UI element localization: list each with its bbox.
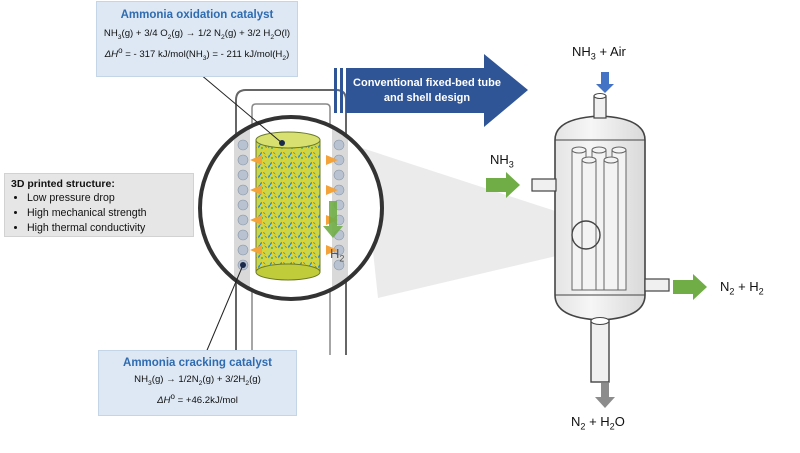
list-item: High thermal conductivity	[27, 221, 193, 236]
oxidation-title: Ammonia oxidation catalyst	[120, 9, 274, 21]
n2-h2o-outlet-arrow	[595, 383, 615, 408]
list-item: High mechanical strength	[27, 206, 193, 221]
cracking-enthalpy: ΔHo = +46.2kJ/mol	[157, 391, 238, 407]
printed-structure-cylinder	[255, 139, 321, 273]
cracking-title: Ammonia cracking catalyst	[123, 357, 272, 369]
cracking-catalyst-beads	[237, 139, 345, 271]
list-item: Low pressure drop	[27, 191, 193, 206]
cracking-equation: NH3(g) → 1/2N2(g) + 3/2H2(g)	[134, 374, 261, 387]
structure-list: Low pressure drop High mechanical streng…	[11, 191, 193, 236]
n2-h2-outlet-arrow	[673, 274, 707, 300]
nh3-air-label: NH3 + Air	[572, 44, 626, 62]
structure-properties-box: 3D printed structure: Low pressure drop …	[4, 173, 194, 237]
h2-label: H2	[330, 246, 345, 264]
conventional-design-arrow	[346, 54, 528, 127]
h2-flow-arrow	[323, 201, 343, 238]
oxidation-leader-line	[199, 73, 283, 144]
magnified-lens	[198, 115, 384, 301]
oxidation-enthalpy: ΔHo = - 317 kJ/mol(NH3) = - 211 kJ/mol(H…	[104, 45, 290, 62]
nh3-air-inlet-arrow	[596, 72, 614, 93]
nh3-label: NH3	[490, 152, 514, 170]
zoom-projection	[362, 148, 586, 298]
oxidation-equation: NH3(g) + 3/4 O2(g) → 1/2 N2(g) + 3/2 H2O…	[103, 28, 291, 41]
shell-tube-reactor	[531, 93, 670, 383]
structure-title: 3D printed structure:	[11, 178, 115, 190]
reactor-tube-outer	[235, 89, 347, 355]
cracking-leader-line	[204, 264, 244, 356]
conventional-design-label: Conventional fixed-bed tube and shell de…	[353, 77, 501, 104]
right-arrow-icon: →	[166, 374, 176, 385]
nh3-inlet-arrow	[486, 172, 520, 198]
n2-h2-label: N2 + H2	[720, 279, 764, 297]
n2-h2o-label: N2 + H2O	[571, 414, 625, 432]
reactor-zoom-circle	[571, 220, 601, 250]
cracking-catalyst-box: Ammonia cracking catalyst NH3(g) → 1/2N2…	[98, 350, 297, 416]
right-arrow-icon: →	[185, 28, 196, 39]
oxidation-catalyst-box: Ammonia oxidation catalyst NH3(g) + 3/4 …	[96, 1, 298, 77]
